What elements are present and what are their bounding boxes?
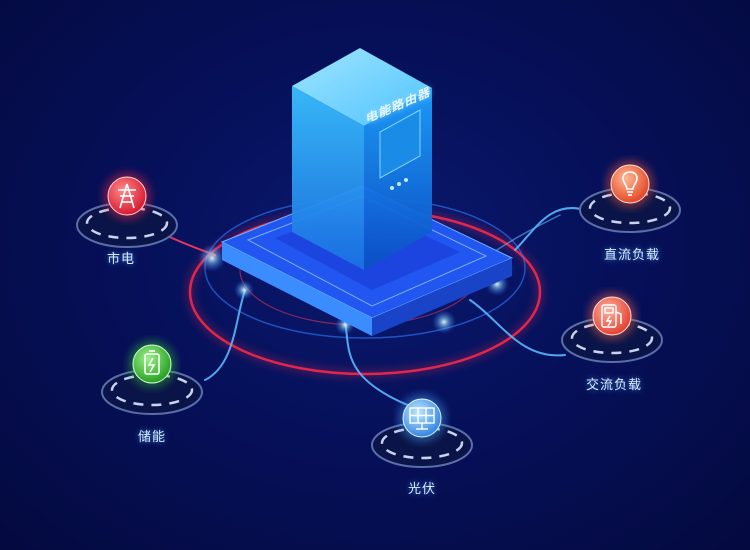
label-ac-load: 交流负载 — [585, 378, 643, 393]
label-storage: 储能 — [137, 430, 167, 445]
link-pv — [344, 319, 421, 411]
charging-station-icon — [601, 304, 622, 328]
link-ring-top — [489, 214, 561, 256]
light-bulb-icon — [622, 171, 638, 196]
power-tower-icon — [118, 183, 136, 209]
base-pv — [371, 422, 473, 468]
node-pv — [398, 394, 446, 442]
solar-panel-icon — [409, 407, 435, 430]
glow-points — [198, 244, 509, 335]
base-grid — [76, 202, 178, 248]
link-dc-load — [514, 207, 586, 251]
node-ac-load — [588, 292, 636, 340]
link-ac-load — [469, 299, 566, 357]
link-storage — [204, 289, 246, 381]
battery-icon — [144, 350, 160, 375]
label-grid: 市电 — [106, 252, 136, 267]
node-grid — [103, 172, 151, 220]
node-dc-load — [606, 160, 654, 208]
label-dc-load: 直流负载 — [603, 248, 661, 263]
energy-router-cabinet — [292, 48, 432, 270]
label-pv: 光伏 — [407, 482, 437, 497]
node-storage — [128, 340, 176, 388]
